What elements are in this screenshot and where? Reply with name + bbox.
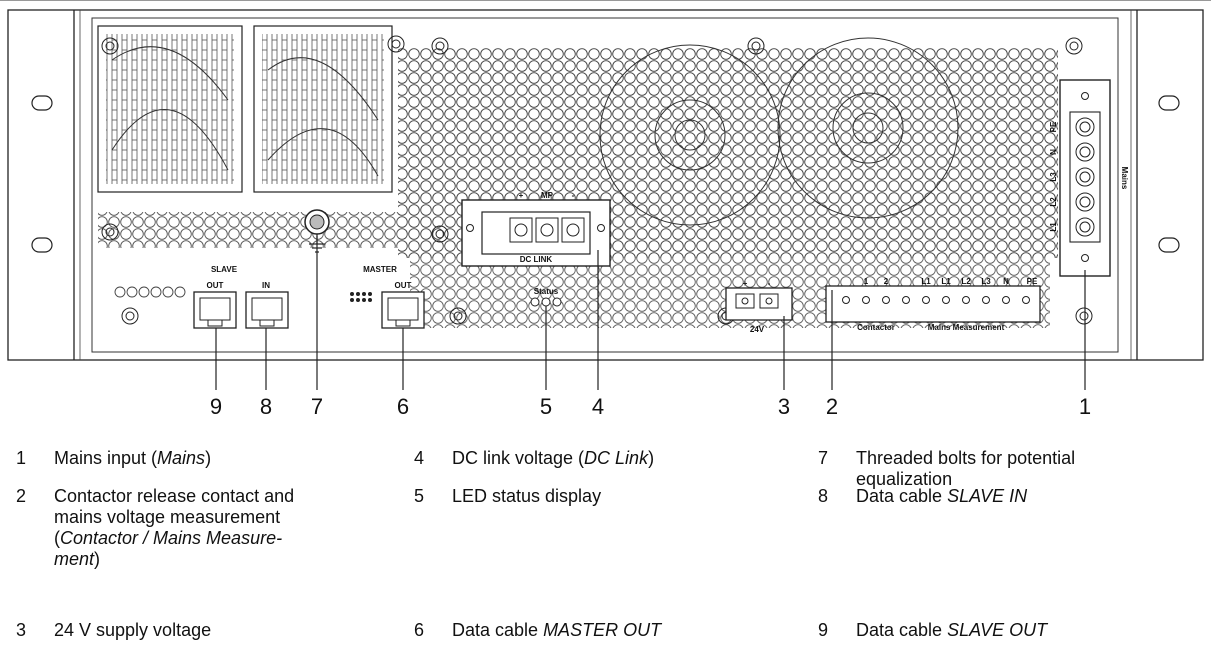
label-dc-link: DC LINK	[520, 255, 553, 264]
callout-9: 9	[210, 394, 222, 419]
label-term-l1a: L1	[921, 277, 931, 286]
label-status: Status	[534, 287, 559, 296]
label-master-out: OUT	[395, 281, 412, 290]
label-slave-out: OUT	[207, 281, 224, 290]
label-slave-in: IN	[262, 281, 270, 290]
rj45-slave-in	[245, 291, 289, 329]
callout-2: 2	[826, 394, 838, 419]
callout-1: 1	[1079, 394, 1091, 419]
legend: 1 Mains input (Mains) 2 Contactor releas…	[16, 448, 1076, 640]
fan-right	[777, 37, 959, 219]
label-mains-pe: PE	[1049, 121, 1058, 132]
rj45-master-out	[381, 291, 425, 329]
supply-24v-connector	[725, 287, 793, 321]
rack-slot	[31, 237, 53, 253]
label-mains-measurement: Mains Measurement	[928, 323, 1005, 332]
label-mains-l2: L2	[1049, 197, 1058, 207]
mains-input-connector	[1059, 79, 1111, 277]
label-term-pe: PE	[1027, 277, 1038, 286]
label-dc-mp: MP	[541, 191, 554, 200]
label-term-n: N	[1003, 277, 1009, 286]
label-slave: SLAVE	[211, 265, 238, 274]
top-rule	[0, 0, 1211, 1]
callout-5: 5	[540, 394, 552, 419]
callout-7: 7	[311, 394, 323, 419]
contactor-mains-measurement-terminal	[825, 285, 1041, 323]
callout-8: 8	[260, 394, 272, 419]
rack-slot	[1158, 237, 1180, 253]
heatsink-grille-left	[97, 25, 243, 193]
label-dc-plus: +	[519, 191, 524, 200]
dot-matrix-marker	[350, 292, 372, 302]
label-term-l1b: L1	[941, 277, 951, 286]
callout-leader-lines	[215, 234, 1086, 390]
label-24v: 24V	[750, 325, 765, 334]
fan-left	[599, 44, 781, 226]
label-term-l3: L3	[981, 277, 991, 286]
label-contactor: Contactor	[857, 323, 895, 332]
heatsink-grille-right	[253, 25, 393, 193]
label-mains: Mains	[1120, 167, 1129, 190]
label-term-l2: L2	[961, 277, 971, 286]
callout-6: 6	[397, 394, 409, 419]
label-term-1: 1	[864, 277, 869, 286]
screw	[101, 35, 1093, 325]
label-24v-minus: -	[768, 279, 771, 288]
ventilation-holes	[98, 212, 398, 248]
status-leds	[530, 297, 562, 307]
rack-slot	[1158, 95, 1180, 111]
label-dc-minus: -	[572, 191, 575, 200]
label-mains-l3: L3	[1049, 172, 1058, 182]
label-master: MASTER	[363, 265, 397, 274]
callout-3: 3	[778, 394, 790, 419]
dc-link-connector	[461, 199, 611, 267]
rack-slot	[31, 95, 53, 111]
label-mains-n: N	[1049, 149, 1058, 155]
label-mains-l1: L1	[1049, 222, 1058, 232]
callout-4: 4	[592, 394, 604, 419]
label-term-2: 2	[884, 277, 889, 286]
device-rear-panel-drawing: SLAVE MASTER OUT IN OUT Status + MP - DC…	[7, 9, 1204, 419]
label-24v-plus: +	[743, 279, 748, 288]
small-holes-left	[114, 286, 186, 298]
rj45-slave-out	[193, 291, 237, 329]
